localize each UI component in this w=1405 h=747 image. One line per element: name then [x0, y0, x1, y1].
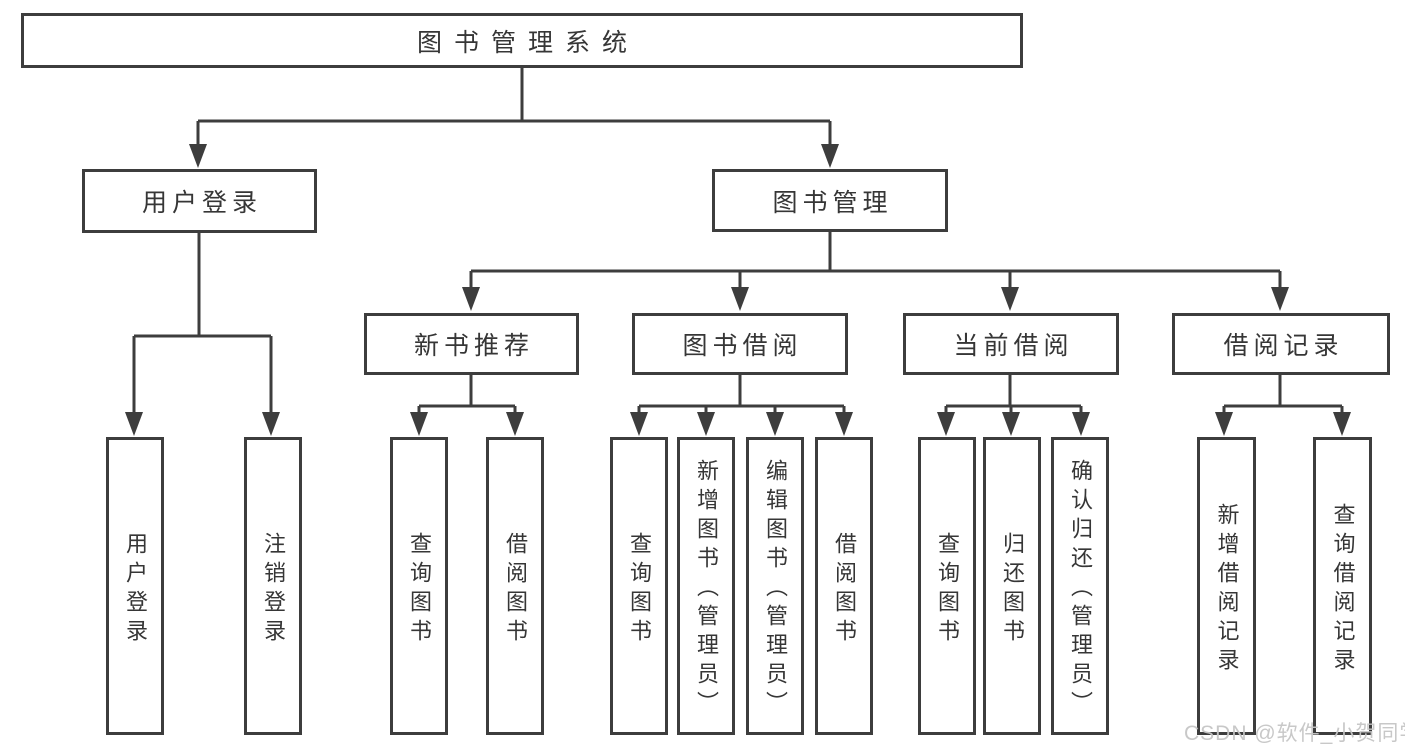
arrow-icon: [821, 144, 839, 168]
leaf-confirm-return-admin: 确认归还（管理员）: [1051, 437, 1109, 735]
leaf-add-borrow-record: 新增借阅记录: [1197, 437, 1256, 735]
arrow-icon: [1001, 287, 1019, 311]
node-root: 图书管理系统: [21, 13, 1023, 68]
arrow-icon: [1333, 412, 1351, 436]
node-current-borrow: 当前借阅: [903, 313, 1119, 375]
node-borrow-records: 借阅记录: [1172, 313, 1390, 375]
leaf-query-books-borrow: 查询图书: [610, 437, 668, 735]
leaf-borrow-books-recommend: 借阅图书: [486, 437, 544, 735]
arrow-icon: [731, 287, 749, 311]
arrow-icon: [262, 412, 280, 436]
arrow-icon: [1215, 412, 1233, 436]
leaf-query-books-recommend: 查询图书: [390, 437, 448, 735]
arrow-icon: [766, 412, 784, 436]
node-user-login: 用户登录: [82, 169, 317, 233]
leaf-borrow-books: 借阅图书: [815, 437, 873, 735]
arrow-icon: [506, 412, 524, 436]
arrow-icon: [125, 412, 143, 436]
node-new-book-recommend: 新书推荐: [364, 313, 579, 375]
leaf-user-login: 用户登录: [106, 437, 164, 735]
arrow-icon: [835, 412, 853, 436]
watermark: CSDN @软件_小贺同学: [1184, 722, 1405, 745]
arrow-icon: [937, 412, 955, 436]
leaf-logout: 注销登录: [244, 437, 302, 735]
arrow-icon: [1271, 287, 1289, 311]
leaf-return-book: 归还图书: [983, 437, 1041, 735]
arrowheads: [125, 144, 1351, 436]
arrow-icon: [1072, 412, 1090, 436]
arrow-icon: [1002, 412, 1020, 436]
arrow-icon: [462, 287, 480, 311]
leaf-edit-book-admin: 编辑图书（管理员）: [746, 437, 804, 735]
arrow-icon: [410, 412, 428, 436]
leaf-query-books-current: 查询图书: [918, 437, 976, 735]
arrow-icon: [697, 412, 715, 436]
arrow-icon: [630, 412, 648, 436]
leaf-add-book-admin: 新增图书（管理员）: [677, 437, 735, 735]
arrow-icon: [189, 144, 207, 168]
node-book-borrow: 图书借阅: [632, 313, 848, 375]
leaf-query-borrow-record: 查询借阅记录: [1313, 437, 1372, 735]
node-book-management: 图书管理: [712, 169, 948, 232]
